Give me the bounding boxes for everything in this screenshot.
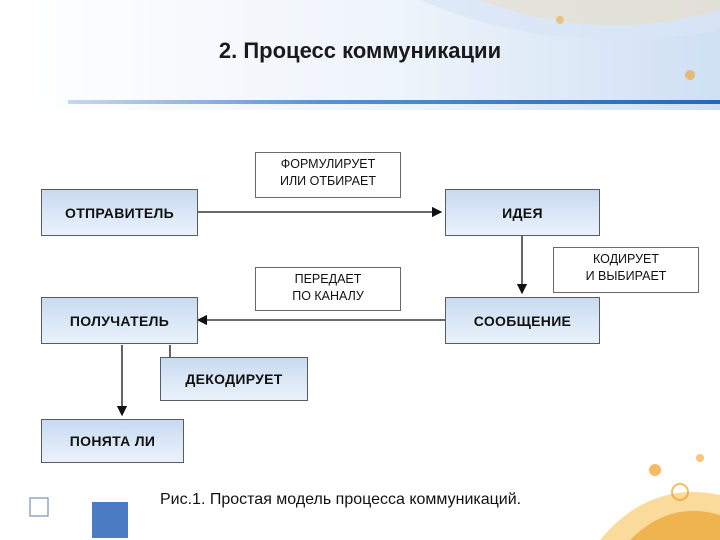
node-idea: ИДЕЯ [445, 189, 600, 236]
note-transmits-line-2: ПО КАНАЛУ [292, 289, 364, 303]
note-formulates: ФОРМУЛИРУЕТ ИЛИ ОТБИРАЕТ [255, 152, 401, 198]
title-underline [68, 100, 720, 104]
node-receiver: ПОЛУЧАТЕЛЬ [41, 297, 198, 344]
figure-caption: Рис.1. Простая модель процесса коммуника… [160, 491, 522, 508]
node-message: СООБЩЕНИЕ [445, 297, 600, 344]
note-formulates-line-2: ИЛИ ОТБИРАЕТ [279, 174, 376, 188]
note-encodes-line-1: КОДИРУЕТ [592, 252, 659, 266]
note-transmits-line-1: ПЕРЕДАЕТ [294, 272, 362, 286]
note-encodes: КОДИРУЕТ И ВЫБИРАЕТ [553, 247, 699, 293]
node-decode: ДЕКОДИРУЕТ [160, 357, 308, 401]
slide-title: 2. Процесс коммуникации [218, 38, 502, 63]
note-transmits: ПЕРЕДАЕТ ПО КАНАЛУ [255, 267, 401, 311]
node-sender: ОТПРАВИТЕЛЬ [41, 189, 198, 236]
note-encodes-line-2: И ВЫБИРАЕТ [585, 269, 667, 283]
header-decoration [0, 0, 720, 110]
node-understood: ПОНЯТА ЛИ [41, 419, 184, 463]
note-formulates-line-1: ФОРМУЛИРУЕТ [280, 157, 376, 171]
footer-decoration [29, 454, 720, 540]
